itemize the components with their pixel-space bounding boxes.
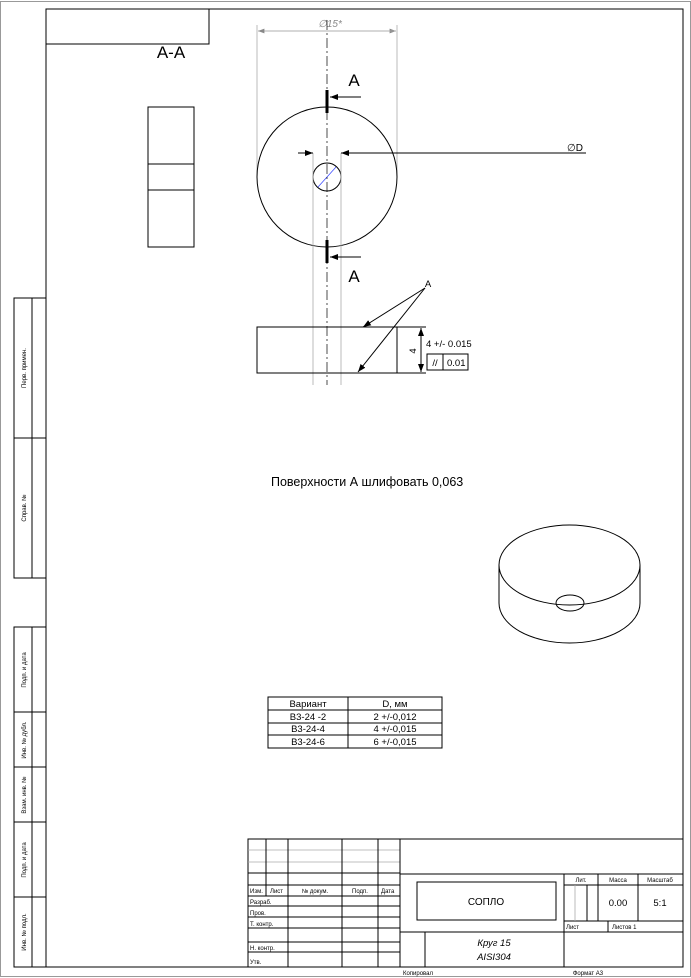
parallelism-symbol: // <box>432 358 438 369</box>
table-header: D, мм <box>382 699 407 710</box>
role-label: Пров. <box>250 911 266 917</box>
strip-label: Подп. и дата <box>22 652 28 688</box>
table-cell: 6 +/-0,015 <box>373 737 416 748</box>
sheet-label: Лист <box>566 925 579 931</box>
top-left-box <box>45 8 210 45</box>
mass-value: 0.00 <box>609 898 628 909</box>
section-mark-bottom: A <box>348 267 360 286</box>
mass-label: Масса <box>609 878 627 884</box>
front-view: ∅15* ∅D A A <box>256 19 586 385</box>
strip-label: Взам. инв. № <box>21 776 28 813</box>
format-label: Формат A3 <box>573 971 604 977</box>
col-header: Подп. <box>352 889 368 895</box>
copied-label: Копировал <box>403 971 434 977</box>
side-strip: Перв. примен. Справ. № Подп. и дата Инв.… <box>13 297 47 968</box>
dim-hole-diameter: ∅D <box>567 143 583 154</box>
sheets-count: Листов 1 <box>612 925 637 931</box>
role-label: Н. контр. <box>250 946 275 952</box>
lit-label: Лит. <box>575 878 586 884</box>
strip-label: Инв. № дубл. <box>21 721 28 758</box>
col-header: Дата <box>381 889 395 895</box>
role-label: Разраб. <box>250 900 272 906</box>
table-cell: В3-24 -2 <box>290 712 326 723</box>
strip-label: Инв. № подл. <box>21 913 28 951</box>
section-label: A-A <box>157 43 186 62</box>
col-header: № докум. <box>302 888 329 895</box>
section-view: A-A <box>147 43 195 248</box>
role-label: Т. контр. <box>250 922 274 928</box>
table-header: Вариант <box>289 699 327 710</box>
table-cell: 4 +/-0,015 <box>373 724 416 735</box>
side-view: A 4 4 +/- 0.015 // 0.01 <box>256 279 472 374</box>
strip-label: Подп. и дата <box>22 842 28 878</box>
strip-label: Справ. № <box>21 494 28 521</box>
parallelism-value: 0.01 <box>447 358 466 369</box>
surface-note: Поверхности А шлифовать 0,063 <box>271 475 463 489</box>
parallelism-frame <box>426 353 469 371</box>
dim-outer-diameter: ∅15* <box>318 19 343 30</box>
scale-value: 5:1 <box>653 898 666 909</box>
height-tolerance: 4 +/- 0.015 <box>426 339 472 350</box>
surface-leader-label: A <box>425 279 432 290</box>
material-line1: Круг 15 <box>477 938 511 949</box>
role-label: Утв. <box>250 960 262 966</box>
title-block: Изм. Лист № докум. Подп. Дата Разраб. Пр… <box>247 838 684 968</box>
variant-table: Вариант D, мм В3-24 -2 2 +/-0,012 В3-24-… <box>267 696 443 749</box>
part-name: СОПЛО <box>468 897 505 908</box>
scale-label: Масштаб <box>647 878 673 884</box>
table-cell: 2 +/-0,012 <box>373 712 416 723</box>
section-mark-top: A <box>348 71 360 90</box>
table-cell: В3-24-6 <box>291 737 325 748</box>
col-header: Изм. <box>250 889 263 895</box>
name-box <box>416 881 557 921</box>
strip-label: Перв. примен. <box>22 348 28 388</box>
table-cell: В3-24-4 <box>291 724 325 735</box>
col-header: Лист <box>270 889 283 895</box>
material-line2: AISI304 <box>476 952 511 963</box>
dim-height: 4 <box>408 348 419 353</box>
isometric-view <box>498 524 641 644</box>
